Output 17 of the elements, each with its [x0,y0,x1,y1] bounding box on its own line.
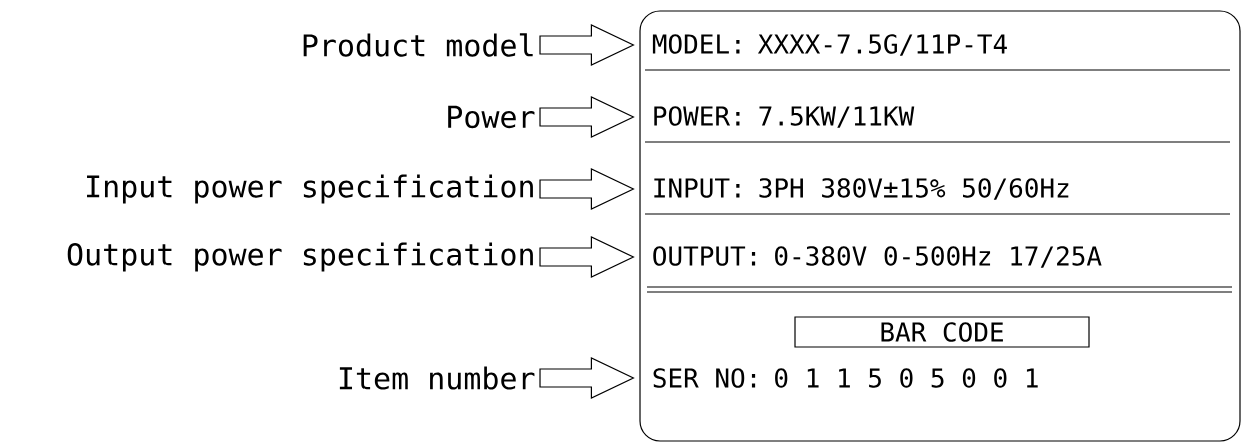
block-arrow [539,236,635,278]
spec-row: OUTPUT: 0-380V 0-500Hz 17/25A [653,246,1102,268]
block-arrow [539,96,635,138]
spec-row: SER NO: 0 1 1 5 0 5 0 0 1 [653,368,1038,388]
nameplate-box [639,10,1241,442]
label-text: Power [448,105,535,129]
spec-row: MODEL: XXXX-7.5G/11P-T4 [652,34,1007,56]
spec-row: INPUT: 3PH 380V±15% 50/60Hz [654,178,1069,200]
block-arrow [539,24,635,66]
spec-row: POWER: 7.5KW/11KW [654,106,915,128]
block-arrow [539,357,635,399]
label-text: Input power specification [87,174,533,204]
label-text: Item number [339,366,535,390]
label-text: Output power specification [67,242,533,272]
block-arrow [539,168,635,210]
barcode-box: BAR CODE [794,316,1090,348]
label-text: Product model [303,33,533,57]
